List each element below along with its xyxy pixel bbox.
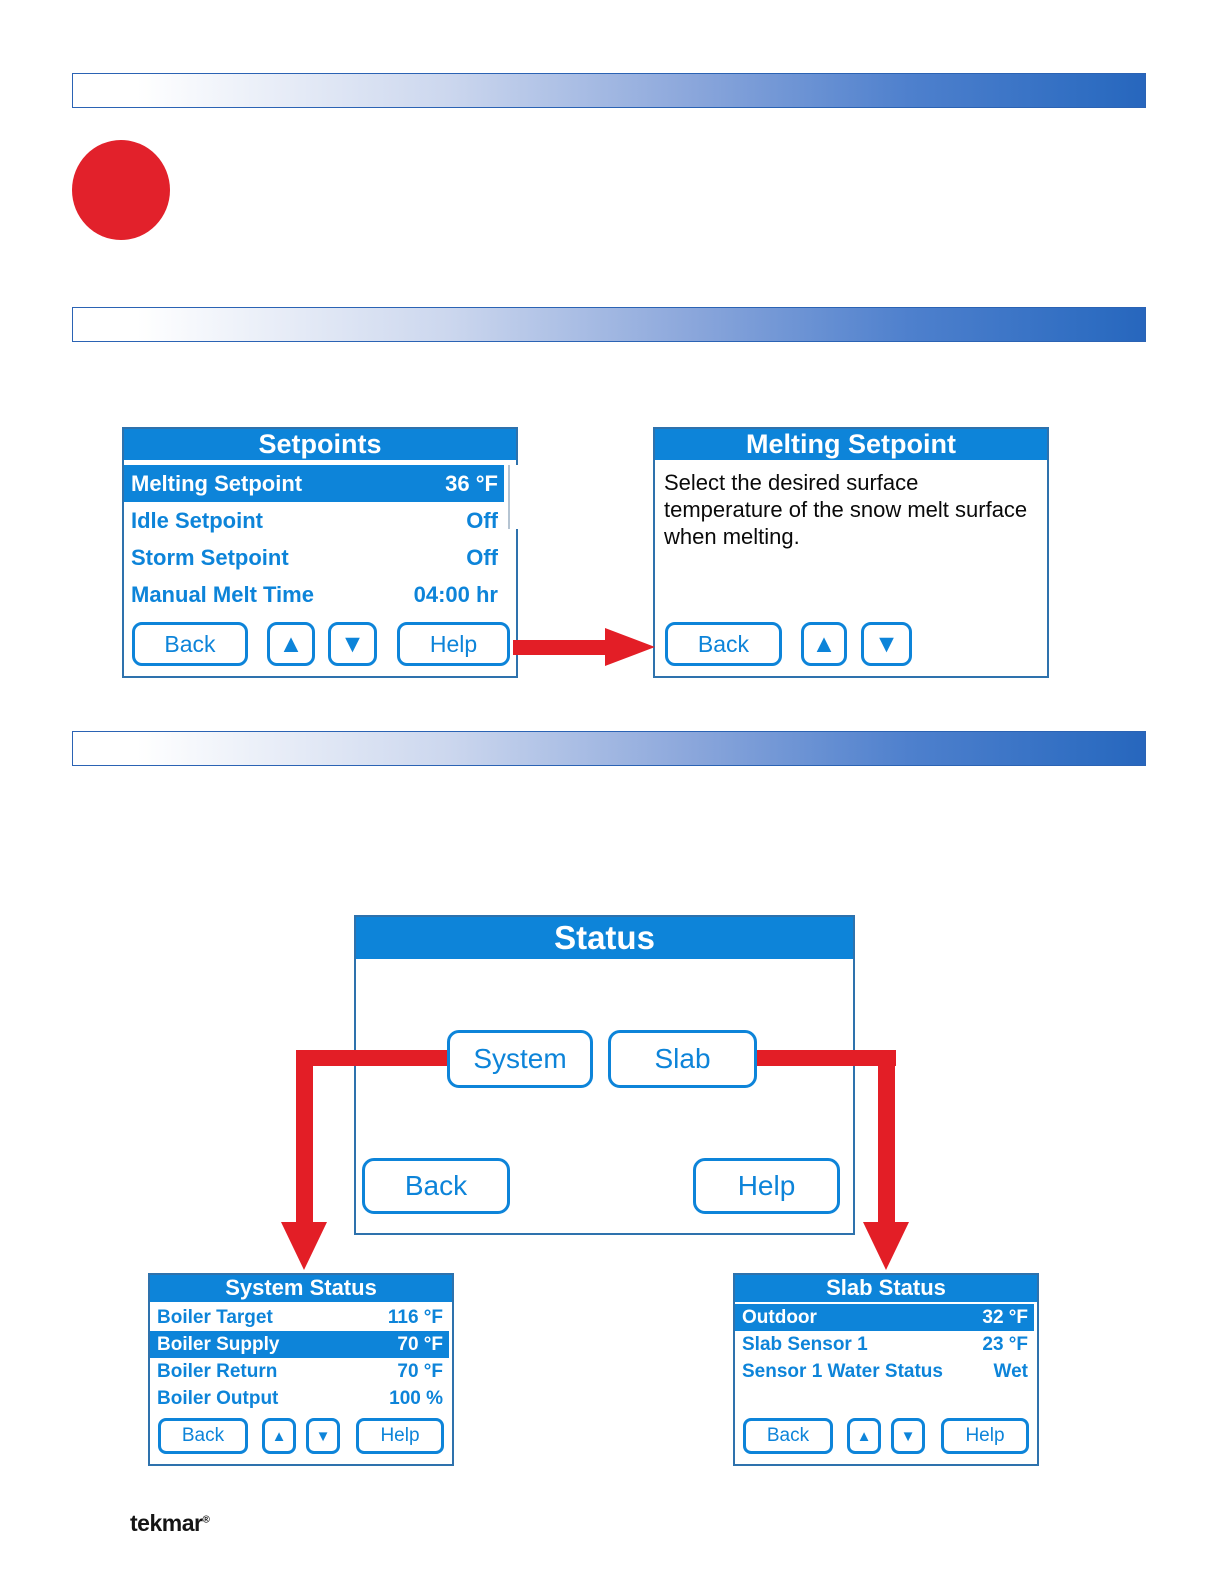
section-header-bar-2 (72, 307, 1146, 342)
row-label: Sensor 1 Water Status (742, 1360, 943, 1382)
slab-status-list: Outdoor 32 °F Slab Sensor 1 23 °F Sensor… (735, 1304, 1034, 1385)
down-button[interactable]: ▼ (328, 622, 377, 666)
row-label: Outdoor (742, 1306, 817, 1328)
up-button[interactable]: ▲ (847, 1418, 881, 1454)
row-label: Boiler Target (157, 1306, 273, 1328)
flow-arrow-slab-vertical (878, 1050, 895, 1224)
row-label: Boiler Output (157, 1387, 279, 1409)
down-arrow-icon: ▼ (340, 629, 365, 658)
up-arrow-icon: ▲ (271, 1427, 287, 1445)
slab-button[interactable]: Slab (608, 1030, 757, 1088)
row-value: Off (466, 507, 498, 533)
down-arrow-icon: ▼ (874, 629, 899, 658)
section-header-bar-3 (72, 731, 1146, 766)
help-button[interactable]: Help (397, 622, 510, 666)
flow-arrow-slab-horizontal (756, 1050, 896, 1066)
flow-arrow-system-vertical (296, 1050, 313, 1224)
flow-arrow-system-horizontal (296, 1050, 448, 1066)
row-label: Melting Setpoint (131, 470, 303, 496)
status-screen-title: Status (356, 917, 853, 959)
row-sensor-1-water-status[interactable]: Sensor 1 Water Status Wet (735, 1358, 1034, 1385)
tekmar-logo-text: tekmar (130, 1510, 203, 1536)
flow-arrow-slab-head (863, 1222, 909, 1270)
row-boiler-output[interactable]: Boiler Output 100 % (150, 1385, 449, 1412)
system-status-screen: System Status Boiler Target 116 °F Boile… (148, 1273, 454, 1466)
scrollbar-indicator[interactable] (508, 465, 518, 529)
row-value: Off (466, 544, 498, 570)
help-text: Select the desired surface temperature o… (664, 469, 1027, 550)
setpoints-screen: Setpoints Melting Setpoint 36 °F Idle Se… (122, 427, 518, 678)
row-label: Boiler Return (157, 1360, 278, 1382)
up-button[interactable]: ▲ (262, 1418, 296, 1454)
row-value: 23 °F (982, 1333, 1028, 1355)
up-arrow-icon: ▲ (856, 1427, 872, 1445)
down-arrow-icon: ▼ (315, 1427, 331, 1445)
row-outdoor[interactable]: Outdoor 32 °F (735, 1304, 1034, 1331)
row-label: Boiler Supply (157, 1333, 280, 1355)
row-boiler-return[interactable]: Boiler Return 70 °F (150, 1358, 449, 1385)
step-marker-circle (72, 140, 170, 240)
melting-setpoint-screen: Melting Setpoint Select the desired surf… (653, 427, 1049, 678)
row-idle-setpoint[interactable]: Idle Setpoint Off (124, 502, 504, 539)
row-value: 100 % (389, 1387, 443, 1409)
row-boiler-supply[interactable]: Boiler Supply 70 °F (150, 1331, 449, 1358)
slab-status-screen-title: Slab Status (735, 1275, 1037, 1302)
setpoints-list: Melting Setpoint 36 °F Idle Setpoint Off… (124, 465, 504, 613)
flow-arrow-help-head (605, 628, 655, 666)
status-screen: Status System Slab Back Help (354, 915, 855, 1235)
flow-arrow-system-head (281, 1222, 327, 1270)
section-header-bar-1 (72, 73, 1146, 108)
flow-arrow-help-shaft (513, 640, 605, 655)
down-button[interactable]: ▼ (306, 1418, 340, 1454)
help-button[interactable]: Help (356, 1418, 444, 1454)
row-melting-setpoint[interactable]: Melting Setpoint 36 °F (124, 465, 504, 502)
tekmar-logo: tekmar® (130, 1510, 210, 1537)
row-value: 116 °F (387, 1306, 443, 1328)
row-label: Idle Setpoint (131, 507, 263, 533)
setpoints-screen-title: Setpoints (124, 429, 516, 460)
row-manual-melt-time[interactable]: Manual Melt Time 04:00 hr (124, 576, 504, 613)
help-text-line: Select the desired surface (664, 470, 919, 495)
down-button[interactable]: ▼ (891, 1418, 925, 1454)
system-status-screen-title: System Status (150, 1275, 452, 1302)
help-text-line: temperature of the snow melt surface (664, 497, 1028, 522)
back-button[interactable]: Back (132, 622, 248, 666)
help-button[interactable]: Help (693, 1158, 840, 1214)
row-value: 32 °F (982, 1306, 1028, 1328)
row-value: Wet (993, 1360, 1028, 1382)
back-button[interactable]: Back (665, 622, 782, 666)
up-arrow-icon: ▲ (811, 629, 837, 658)
row-label: Slab Sensor 1 (742, 1333, 868, 1355)
back-button[interactable]: Back (362, 1158, 510, 1214)
back-button[interactable]: Back (158, 1418, 248, 1454)
help-text-line: when melting. (664, 524, 800, 549)
row-value: 70 °F (397, 1360, 443, 1382)
row-slab-sensor-1[interactable]: Slab Sensor 1 23 °F (735, 1331, 1034, 1358)
up-button[interactable]: ▲ (801, 622, 847, 666)
up-button[interactable]: ▲ (267, 622, 315, 666)
row-label: Manual Melt Time (131, 581, 314, 607)
down-arrow-icon: ▼ (900, 1427, 916, 1445)
row-value: 04:00 hr (413, 581, 498, 607)
registered-mark: ® (202, 1514, 210, 1526)
up-arrow-icon: ▲ (278, 629, 304, 658)
melting-setpoint-screen-title: Melting Setpoint (655, 429, 1047, 460)
row-value: 36 °F (445, 470, 498, 496)
row-boiler-target[interactable]: Boiler Target 116 °F (150, 1304, 449, 1331)
row-value: 70 °F (397, 1333, 443, 1355)
help-button[interactable]: Help (941, 1418, 1029, 1454)
down-button[interactable]: ▼ (861, 622, 912, 666)
row-label: Storm Setpoint (131, 544, 289, 570)
back-button[interactable]: Back (743, 1418, 833, 1454)
system-status-list: Boiler Target 116 °F Boiler Supply 70 °F… (150, 1304, 449, 1412)
system-button[interactable]: System (447, 1030, 593, 1088)
row-storm-setpoint[interactable]: Storm Setpoint Off (124, 539, 504, 576)
slab-status-screen: Slab Status Outdoor 32 °F Slab Sensor 1 … (733, 1273, 1039, 1466)
